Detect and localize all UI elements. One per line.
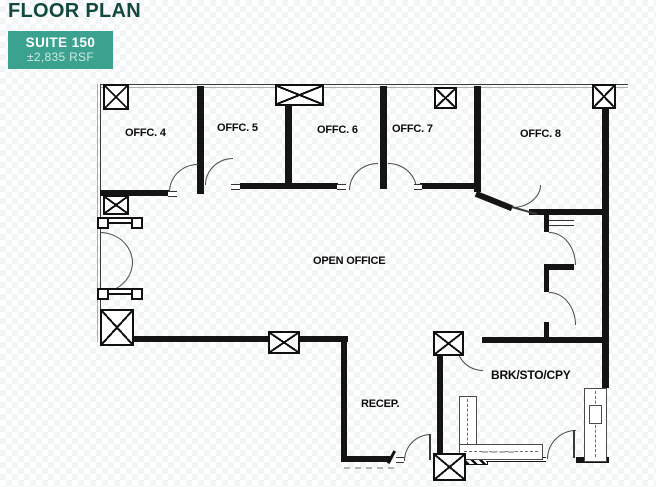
suite-name: SUITE 150: [25, 35, 96, 50]
counter-right: [584, 388, 607, 462]
door-jamb-recep-entry: [396, 457, 404, 463]
suite-area: ±2,835 RSF: [27, 50, 94, 64]
column-x-icon: [103, 195, 129, 215]
door-jamb-closet-top: [549, 220, 574, 226]
door-swing-arc-closet-top: [549, 232, 576, 265]
sink-fixture: [589, 405, 602, 424]
column-x-icon: [592, 84, 616, 109]
column-x-icon: [433, 453, 466, 481]
column-x-icon: [100, 309, 134, 346]
door-swing-arc-left-top: [100, 232, 133, 263]
room-label-offc-7: OFFC. 7: [392, 123, 433, 135]
wall-offc5-offc6-bottom: [240, 183, 338, 189]
room-label-offc-4: OFFC. 4: [125, 127, 166, 139]
door-leaf-brk-rear: [573, 430, 575, 458]
room-label-recep: RECEP.: [361, 398, 400, 410]
sidelight-rail: [97, 287, 143, 300]
wall-recep-bottom: [341, 456, 391, 462]
wall-exterior-right: [602, 88, 609, 388]
wall-offc7-offc8: [474, 86, 481, 192]
wall-open-office-bottom: [100, 336, 348, 342]
wall-recep-left: [341, 342, 347, 462]
door-jamb-offc6: [337, 184, 346, 190]
door-swing-arc-offc5: [205, 158, 233, 185]
column-x-icon: [275, 84, 324, 106]
door-jamb-offc7: [414, 184, 422, 190]
door-swing-arc-offc4: [169, 164, 198, 192]
room-label-offc-8: OFFC. 8: [520, 128, 561, 140]
wall-recep-brk: [437, 344, 443, 456]
column-x-icon: [433, 331, 464, 356]
wall-closet-divider: [544, 264, 574, 270]
page-title: FLOOR PLAN: [8, 0, 141, 22]
column-x-icon: [103, 84, 129, 110]
wall-offc4-offc5: [197, 86, 204, 194]
door-swing-arc-offc6: [349, 163, 378, 190]
wall-closet-segment: [544, 215, 549, 232]
wall-exterior-left: [97, 84, 101, 342]
counter-dash-line: [595, 391, 596, 457]
counter-dash-line: [467, 399, 468, 455]
door-swing-arc-brk-rear: [547, 430, 576, 459]
wall-closet-segment: [544, 264, 549, 292]
suite-boundary-dashed-line: [344, 467, 394, 469]
rail-end-post: [97, 287, 109, 300]
door-swing-arc-offc8: [512, 185, 541, 208]
room-label-offc-6: OFFC. 6: [317, 124, 358, 136]
suite-badge: SUITE 150 ±2,835 RSF: [8, 31, 113, 69]
wall-offc6-offc7: [380, 86, 387, 189]
column-x-icon: [434, 87, 457, 109]
counter-gray-dash: [482, 451, 514, 453]
wall-offc5-offc6: [285, 101, 292, 189]
wall-offc8-bottom: [529, 209, 606, 215]
room-label-open-office: OPEN OFFICE: [313, 255, 386, 267]
wall-brk-top: [482, 337, 607, 343]
door-leaf-recep-entry: [429, 434, 431, 460]
room-label-brk-sto-cpy: BRK/STO/CPY: [491, 368, 571, 382]
rail-end-post: [131, 216, 143, 229]
wall-offc8-diagonal: [474, 191, 514, 212]
door-swing-arc-offc7: [388, 163, 417, 190]
column-x-icon: [268, 331, 300, 354]
wall-closet-segment: [544, 322, 549, 339]
door-swing-arc-closet-bottom: [549, 292, 576, 325]
rail-end-post: [131, 287, 143, 300]
sidelight-rail: [97, 216, 143, 229]
wall-exterior-top: [100, 84, 628, 88]
wall-offc4-bottom: [100, 190, 170, 196]
door-jamb-offc5: [231, 184, 240, 190]
room-label-offc-5: OFFC. 5: [217, 122, 258, 134]
door-swing-arc-recep-entry: [404, 434, 431, 461]
rail-end-post: [97, 216, 109, 229]
wall-offc7-bottom: [420, 183, 476, 189]
